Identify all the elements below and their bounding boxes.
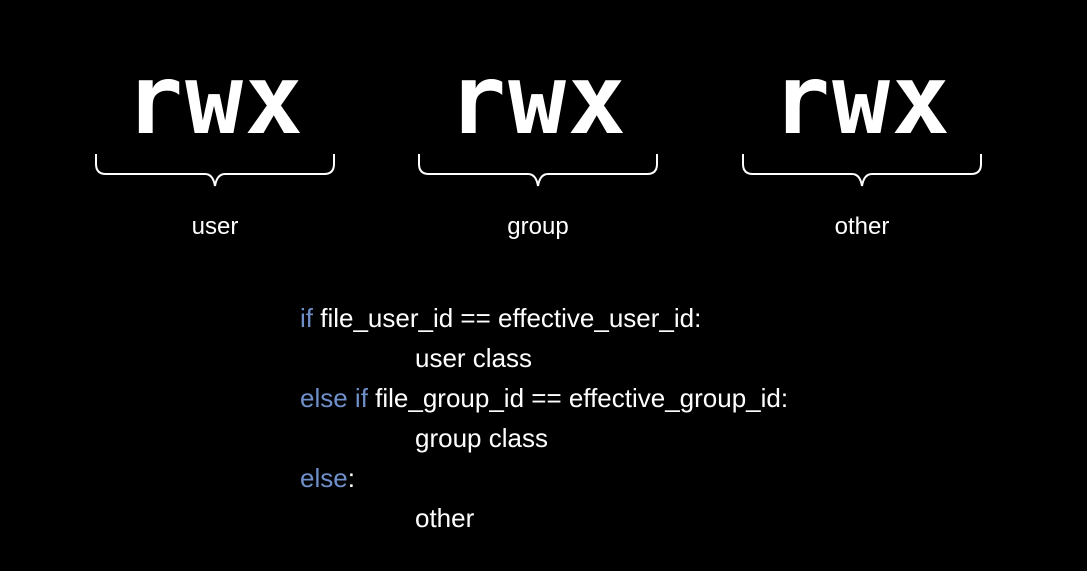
brace-group [418,154,658,187]
permission-group-other: rwx other [737,52,987,252]
code-line-if-user: if file_user_id == effective_user_id: [300,298,788,338]
condition-group-id: file_group_id == effective_group_id: [367,383,789,413]
permission-group-group: rwx group [413,52,663,252]
class-label-other: other [834,213,890,240]
keyword-if: if [300,303,313,333]
result-other: other [415,503,475,533]
permission-bits-other: rwx [772,44,952,156]
code-line-other: other [300,498,788,538]
condition-user-id: file_user_id == effective_user_id: [313,303,702,333]
permission-bits-user: rwx [125,44,305,156]
brace-other [742,154,982,187]
class-label-user: user [191,213,239,240]
class-label-group: group [507,213,569,240]
code-line-else: else: [300,458,788,498]
else-colon: : [347,463,355,493]
permission-group-user: rwx user [90,52,340,252]
result-user-class: user class [415,343,533,373]
class-selection-pseudocode: if file_user_id == effective_user_id: us… [300,298,788,538]
code-line-else-if-group: else if file_group_id == effective_group… [300,378,788,418]
brace-user [95,154,335,187]
keyword-else: else [300,463,348,493]
result-group-class: group class [415,423,548,453]
code-line-group-class: group class [300,418,788,458]
keyword-else-if: else if [300,383,368,413]
permission-bits-group: rwx [448,44,628,156]
code-line-user-class: user class [300,338,788,378]
